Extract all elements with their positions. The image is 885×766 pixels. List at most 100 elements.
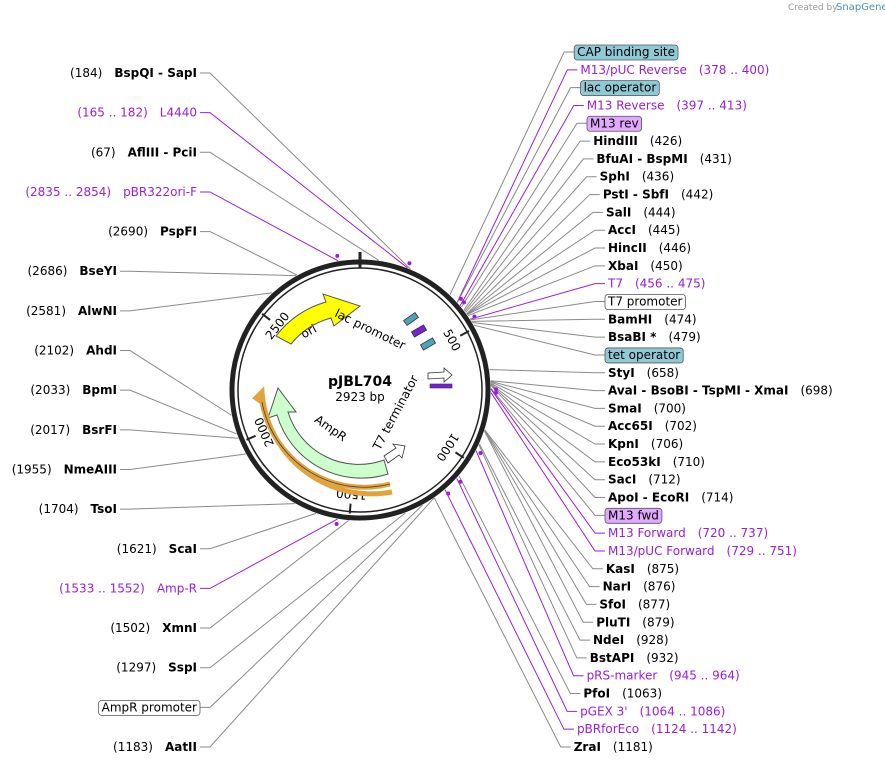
site-name: SspI: [168, 661, 197, 675]
connector-line: [200, 231, 298, 276]
feature-label[interactable]: T7 promoter: [604, 294, 686, 310]
connector-line: [478, 443, 590, 641]
enzyme-label[interactable]: NarI(876): [603, 580, 676, 594]
site-position: (446): [659, 241, 691, 255]
connector-line: [200, 518, 338, 589]
primer-label[interactable]: M13 Reverse(397 .. 413): [587, 98, 747, 112]
site-position: (877): [638, 597, 670, 611]
enzyme-label[interactable]: PfoI(1063): [583, 687, 662, 701]
site-name: CAP binding site: [577, 45, 675, 59]
connector-line: [200, 72, 411, 270]
plasmid-name: pJBL704: [328, 374, 392, 390]
enzyme-label[interactable]: PspFI(2690): [108, 225, 197, 239]
enzyme-label[interactable]: ScaI(1621): [117, 542, 197, 556]
enzyme-label[interactable]: AhdI(2102): [34, 344, 117, 358]
connector-line: [466, 194, 600, 315]
connector-line: [484, 429, 600, 588]
site-position: (2690): [108, 225, 148, 239]
enzyme-label[interactable]: AvaI - BsoBI - TspMI - XmaI(698): [608, 384, 833, 398]
enzyme-label[interactable]: Acc65I(702): [608, 419, 697, 433]
feature-label[interactable]: tet operator: [604, 347, 684, 364]
enzyme-label[interactable]: PluTI(879): [596, 615, 674, 629]
enzyme-label[interactable]: SalI(444): [606, 205, 676, 219]
enzyme-label[interactable]: NmeAIII(1955): [12, 462, 117, 476]
enzyme-label[interactable]: TsoI(1704): [39, 502, 117, 516]
enzyme-label[interactable]: HindIII(426): [593, 134, 682, 148]
enzyme-label[interactable]: XbaI(450): [608, 259, 683, 273]
feature-label[interactable]: M13 fwd: [604, 507, 663, 524]
primer-label[interactable]: pBR322ori-F(2835 .. 2854): [25, 185, 197, 199]
feature-box: [604, 507, 663, 524]
tet-operator-mark: [419, 337, 437, 351]
enzyme-label[interactable]: SfoI(877): [599, 597, 670, 611]
primer-label[interactable]: M13/pUC Reverse(378 .. 400): [580, 63, 769, 77]
enzyme-label[interactable]: SmaI(700): [608, 401, 686, 415]
enzyme-label[interactable]: BamHI(474): [608, 312, 697, 326]
feature-label[interactable]: CAP binding site: [573, 44, 679, 61]
plasmid-length: 2923 bp: [335, 390, 385, 404]
feature-box: [586, 115, 642, 132]
enzyme-label[interactable]: KpnI(706): [608, 437, 683, 451]
feature-label[interactable]: lac operator: [580, 80, 660, 97]
scale-tick: [246, 434, 256, 441]
enzyme-label[interactable]: StyI(658): [608, 366, 679, 380]
site-name: AatII: [165, 740, 197, 754]
primer-label[interactable]: Amp-R(1533 .. 1552): [59, 581, 197, 595]
primer-label[interactable]: pRS-marker(945 .. 964): [587, 669, 740, 683]
site-position: (700): [654, 401, 686, 415]
site-name: pBRforEco: [577, 722, 639, 736]
ori-feature[interactable]: ori: [275, 293, 362, 345]
site-position: (1181): [613, 740, 653, 754]
enzyme-label[interactable]: SacI(712): [608, 473, 681, 487]
connector-line: [490, 384, 605, 499]
enzyme-label[interactable]: HincII(446): [608, 241, 691, 255]
enzyme-label[interactable]: NdeI(928): [593, 633, 669, 647]
enzyme-label[interactable]: Eco53kI(710): [608, 455, 705, 469]
enzyme-label[interactable]: BsaBI *(479): [608, 330, 701, 344]
enzyme-label[interactable]: XmnI(1502): [110, 621, 197, 635]
site-name: ApoI - EcoRI: [608, 491, 689, 505]
enzyme-label[interactable]: ApoI - EcoRI(714): [608, 491, 733, 505]
site-position: (658): [647, 366, 679, 380]
site-name: lac operator: [584, 81, 657, 95]
primer-label[interactable]: M13/pUC Forward(729 .. 751): [608, 544, 797, 558]
enzyme-label[interactable]: KasI(875): [606, 562, 679, 576]
enzyme-label[interactable]: BspQI - SapI(184): [70, 66, 197, 80]
enzyme-label[interactable]: BstAPI(932): [590, 651, 679, 665]
mcs-mark: [429, 383, 453, 389]
enzyme-label[interactable]: SspI(1297): [116, 661, 197, 675]
site-position: (879): [642, 615, 674, 629]
primer-label[interactable]: M13 Forward(720 .. 737): [608, 526, 768, 540]
site-position: (2581): [26, 304, 66, 318]
site-name: PfoI: [583, 687, 610, 701]
primer-label[interactable]: T7(456 .. 475): [607, 277, 705, 291]
connector-line: [120, 350, 232, 416]
site-name: KpnI: [608, 437, 639, 451]
connector-line: [466, 211, 604, 315]
feature-label[interactable]: M13 rev: [586, 115, 642, 132]
primer-marker: [493, 387, 498, 392]
connector-line: [470, 283, 605, 320]
enzyme-label[interactable]: AatII(1183): [113, 740, 197, 754]
enzyme-label[interactable]: AccI(445): [608, 223, 680, 237]
enzyme-label[interactable]: BfuAI - BspMI(431): [596, 152, 732, 166]
site-name: NmeAIII: [64, 462, 117, 476]
site-name: BsaBI *: [608, 330, 657, 344]
enzyme-label[interactable]: ZraI(1181): [574, 740, 653, 754]
feature-label[interactable]: AmpR promoter: [98, 699, 201, 716]
enzyme-label[interactable]: AlwNI(2581): [26, 304, 117, 318]
lac-promoter-feature[interactable]: lac promoter: [333, 306, 437, 352]
primer-label[interactable]: L4440(165 .. 182): [77, 106, 197, 120]
connector-line: [471, 318, 605, 322]
enzyme-label[interactable]: BpmI(2033): [30, 383, 117, 397]
enzyme-label[interactable]: AflIII - PciI(67): [91, 145, 197, 159]
enzyme-label[interactable]: SphI(436): [600, 170, 675, 184]
connector-line: [458, 475, 581, 695]
primer-label[interactable]: pBRforEco(1124 .. 1142): [577, 722, 737, 736]
enzyme-label[interactable]: BseYI(2686): [28, 264, 118, 278]
enzyme-label[interactable]: PstI - SbfI(442): [603, 188, 713, 202]
enzyme-label[interactable]: BsrFI(2017): [30, 423, 117, 437]
site-name: AmpR promoter: [102, 700, 197, 714]
primer-label[interactable]: pGEX 3'(1064 .. 1086): [580, 704, 725, 718]
connector-line: [433, 497, 571, 748]
